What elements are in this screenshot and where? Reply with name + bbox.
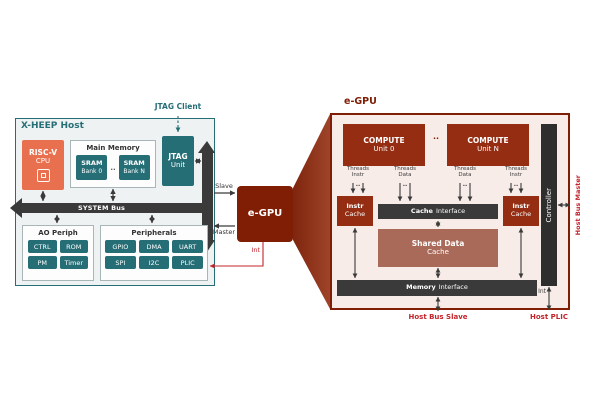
- host-bus-slave-label: Host Bus Slave: [408, 313, 468, 321]
- instr-cache-left-line2: Cache: [344, 210, 366, 218]
- egpu-small-label: e-GPU: [247, 208, 283, 219]
- block-rom: ROM: [59, 240, 88, 253]
- threads-data-label-0: Threads Data: [383, 166, 427, 179]
- threads-data-n-line1: Threads: [453, 166, 477, 172]
- block-i2c: I2C: [138, 256, 170, 269]
- master-port-label: Master: [212, 228, 236, 236]
- memory-bank-dots: ..: [110, 163, 116, 172]
- cache-interface-bar: Cache Interface: [378, 204, 498, 219]
- sram-bank-n-line2: Bank N: [123, 167, 145, 175]
- sram-bank-n: SRAM Bank N: [118, 155, 150, 180]
- ao-periph-box: AO Periph CTRL ROM PM Timer: [22, 225, 94, 281]
- threads-instr-n-line2: Instr: [509, 172, 523, 179]
- cpu-sub-label: CPU: [35, 157, 51, 166]
- ao-periph-grid: CTRL ROM PM Timer: [23, 240, 93, 269]
- thread-dots-4: ..: [513, 181, 519, 188]
- threads-instr-n-line1: Threads: [504, 166, 528, 172]
- thread-dots-3: ..: [462, 181, 468, 188]
- block-plic: PLIC: [172, 256, 203, 269]
- peripherals-box: Peripherals GPIO DMA UART SPI I2C PLIC: [100, 225, 208, 281]
- compute-unit-n-line2: Unit N: [477, 145, 499, 154]
- host-bus-master-label: Host Bus Master: [572, 169, 585, 241]
- sram-bank-0: SRAM Bank 0: [76, 155, 108, 180]
- compute-unit-0-line2: Unit 0: [373, 145, 395, 154]
- jtag-unit-line1: JTAG: [168, 152, 188, 162]
- block-dma: DMA: [138, 240, 170, 253]
- cache-interface-rest: Interface: [435, 206, 466, 215]
- block-ctrl: CTRL: [28, 240, 57, 253]
- ao-periph-title: AO Periph: [38, 229, 78, 237]
- jtag-unit-block: JTAG Unit: [162, 136, 194, 186]
- threads-instr-label-0: Threads Instr: [336, 166, 380, 179]
- egpu-small-block: e-GPU: [237, 186, 293, 242]
- jtag-client-label: JTAG Client: [154, 102, 202, 111]
- block-pm: PM: [28, 256, 57, 269]
- threads-data-0-line2: Data: [398, 172, 412, 179]
- memory-interface-rest: Interface: [438, 283, 468, 292]
- peripherals-grid: GPIO DMA UART SPI I2C PLIC: [101, 240, 207, 269]
- block-timer: Timer: [59, 256, 88, 269]
- threads-data-n-line2: Data: [458, 172, 472, 179]
- threads-instr-0-line1: Threads: [346, 166, 370, 172]
- controller-int-label: Int: [538, 288, 546, 295]
- cache-interface-bold: Cache: [410, 206, 433, 215]
- compute-units-dots: ..: [432, 132, 440, 141]
- controller-block: Controller: [541, 124, 557, 286]
- memory-interface-bold: Memory: [406, 283, 436, 292]
- instr-cache-right: Instr Cache: [503, 196, 539, 226]
- threads-data-label-n: Threads Data: [443, 166, 487, 179]
- shared-data-cache-line1: Shared Data: [411, 239, 465, 249]
- threads-instr-label-n: Threads Instr: [494, 166, 538, 179]
- compute-unit-0-line1: COMPUTE: [363, 136, 405, 146]
- sram-banks-row: SRAM Bank 0 .. SRAM Bank N: [76, 155, 150, 180]
- threads-data-0-line1: Threads: [393, 166, 417, 172]
- int-wire-label: Int: [251, 246, 260, 254]
- compute-unit-0: COMPUTE Unit 0: [343, 124, 425, 166]
- block-gpio: GPIO: [105, 240, 136, 253]
- sram-bank-0-line2: Bank 0: [81, 167, 103, 175]
- memory-interface-bar: Memory Interface: [337, 280, 537, 296]
- host-plic-label: Host PLIC: [530, 313, 568, 321]
- peripherals-title: Peripherals: [131, 229, 177, 237]
- thread-dots-1: ..: [355, 181, 361, 188]
- instr-cache-right-line2: Cache: [510, 210, 532, 218]
- main-memory-box: Main Memory SRAM Bank 0 .. SRAM Bank N: [70, 140, 156, 188]
- instr-cache-left-line1: Instr: [346, 202, 364, 211]
- instr-cache-right-line1: Instr: [512, 202, 530, 211]
- slave-port-label: Slave: [215, 182, 233, 190]
- jtag-unit-line2: Unit: [170, 161, 186, 170]
- system-bus-label: SYSTEM Bus: [78, 203, 126, 212]
- host-bus-master-text: Host Bus Master: [573, 174, 582, 236]
- threads-instr-0-line2: Instr: [351, 172, 365, 179]
- riscv-cpu-block: RISC-V CPU: [22, 140, 64, 190]
- egpu-title: e-GPU: [344, 96, 377, 107]
- cpu-chip-core: [40, 172, 46, 178]
- controller-label: Controller: [544, 187, 553, 223]
- main-memory-title: Main Memory: [86, 144, 140, 152]
- cpu-chip-icon: [36, 168, 50, 182]
- sram-bank-0-line1: SRAM: [81, 159, 103, 167]
- cpu-name: RISC-V: [28, 148, 57, 158]
- shared-data-cache: Shared Data Cache: [378, 229, 498, 267]
- sram-bank-n-line1: SRAM: [123, 159, 145, 167]
- compute-unit-n-line1: COMPUTE: [467, 136, 509, 146]
- compute-unit-n: COMPUTE Unit N: [447, 124, 529, 166]
- zoom-trapezoid: [293, 114, 330, 309]
- shared-data-cache-line2: Cache: [427, 248, 449, 257]
- xheep-title: X-HEEP Host: [21, 121, 84, 131]
- instr-cache-left: Instr Cache: [337, 196, 373, 226]
- block-uart: UART: [172, 240, 203, 253]
- thread-dots-2: ..: [402, 181, 408, 188]
- block-spi: SPI: [105, 256, 136, 269]
